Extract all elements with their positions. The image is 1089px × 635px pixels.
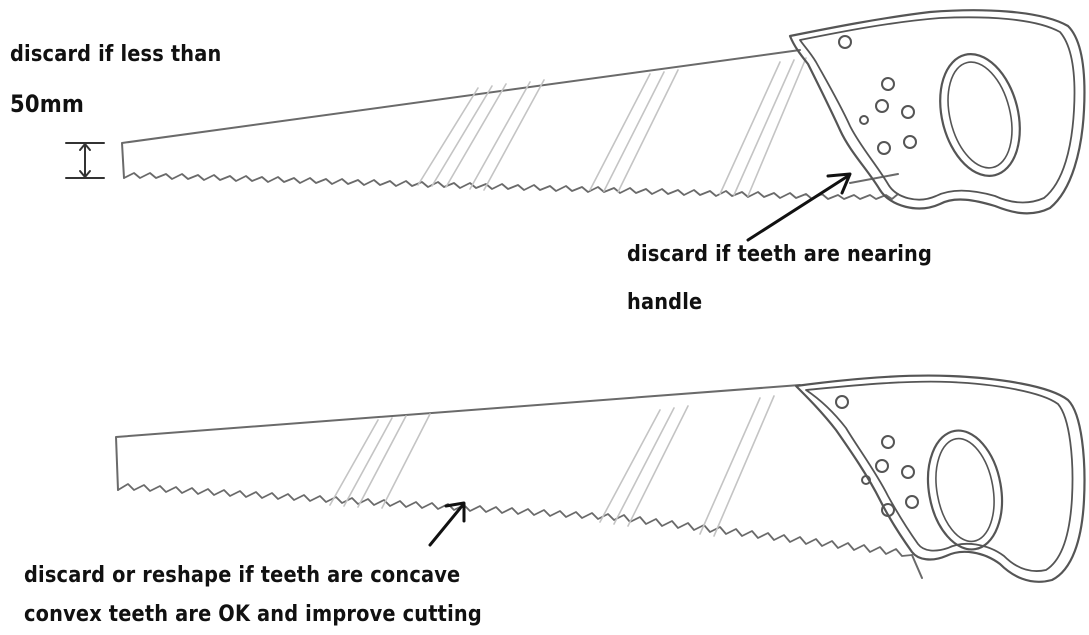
top-saw-handle — [790, 10, 1084, 213]
arrow-to-handle — [748, 174, 850, 240]
teeth-near-handle-label-line2: handle — [627, 290, 702, 315]
bottom-saw-blade — [116, 385, 922, 578]
teeth-near-handle-label-line1: discard if teeth are nearing — [627, 242, 932, 267]
top-saw-rivets — [839, 36, 916, 154]
arrow-to-concave-teeth — [430, 503, 464, 545]
top-saw-grip-hole-inner — [938, 55, 1022, 174]
top-saw-hatching — [418, 58, 806, 196]
bottom-saw-grip-hole-inner — [928, 434, 1001, 546]
concave-teeth-label-line1: discard or reshape if teeth are concave — [24, 563, 460, 588]
top-saw — [66, 10, 1084, 213]
bottom-saw — [116, 376, 1084, 582]
top-saw-teeth — [124, 173, 898, 199]
bottom-saw-rivets — [836, 396, 918, 516]
bottom-saw-handle-inner-edge — [806, 382, 1072, 571]
min-width-label-line1: discard if less than — [10, 42, 221, 67]
convex-teeth-label-line2: convex teeth are OK and improve cutting — [24, 602, 482, 627]
bottom-saw-teeth — [118, 484, 912, 556]
min-width-label-line2: 50mm — [10, 90, 84, 118]
top-saw-grip-hole — [928, 46, 1032, 185]
bottom-saw-grip-hole — [919, 425, 1011, 556]
min-width-dimension-marker — [66, 143, 104, 178]
